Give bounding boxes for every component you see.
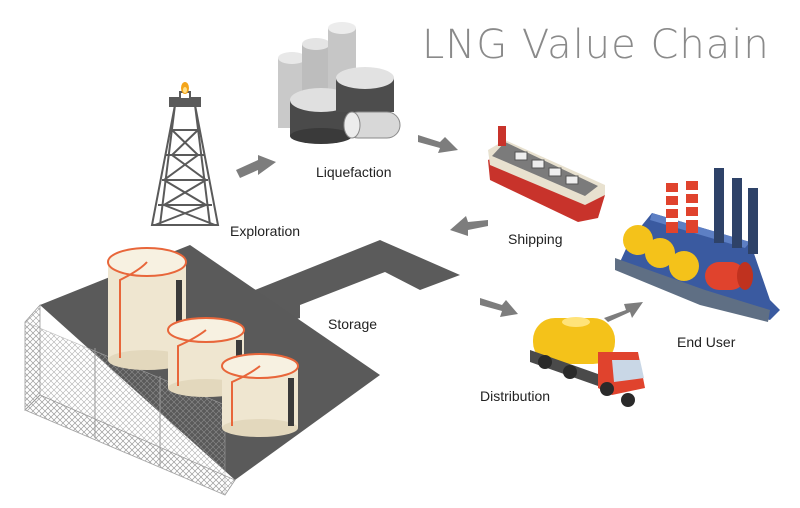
arrow-exploration-to-liquefaction (236, 155, 276, 178)
stage-label-shipping: Shipping (508, 231, 563, 247)
storage-pipeline (255, 240, 460, 330)
drilling-rig (150, 91, 220, 226)
stage-label-storage: Storage (328, 316, 378, 332)
stage-label-exploration: Exploration (230, 223, 301, 239)
distribution-truck (530, 317, 645, 407)
arrow-liquefaction-to-shipping (418, 135, 458, 153)
lng-carrier-ship (488, 126, 605, 222)
diagram-title: LNG Value Chain (422, 22, 770, 68)
stage-label-distribution: Distribution (480, 388, 551, 404)
stage-label-liquefaction: Liquefaction (316, 164, 392, 180)
arrow-distribution-to-enduser (604, 302, 643, 322)
stage-label-end-user: End User (677, 334, 736, 350)
storage-tank-large (107, 247, 187, 370)
end-user-factory (615, 168, 780, 322)
storage-tank-small (221, 353, 299, 437)
arrow-storage-to-distribution (480, 298, 518, 317)
arrow-shipping-to-storage (450, 216, 488, 236)
liquefaction-plant (278, 22, 401, 144)
rig-flame-icon (181, 82, 189, 94)
